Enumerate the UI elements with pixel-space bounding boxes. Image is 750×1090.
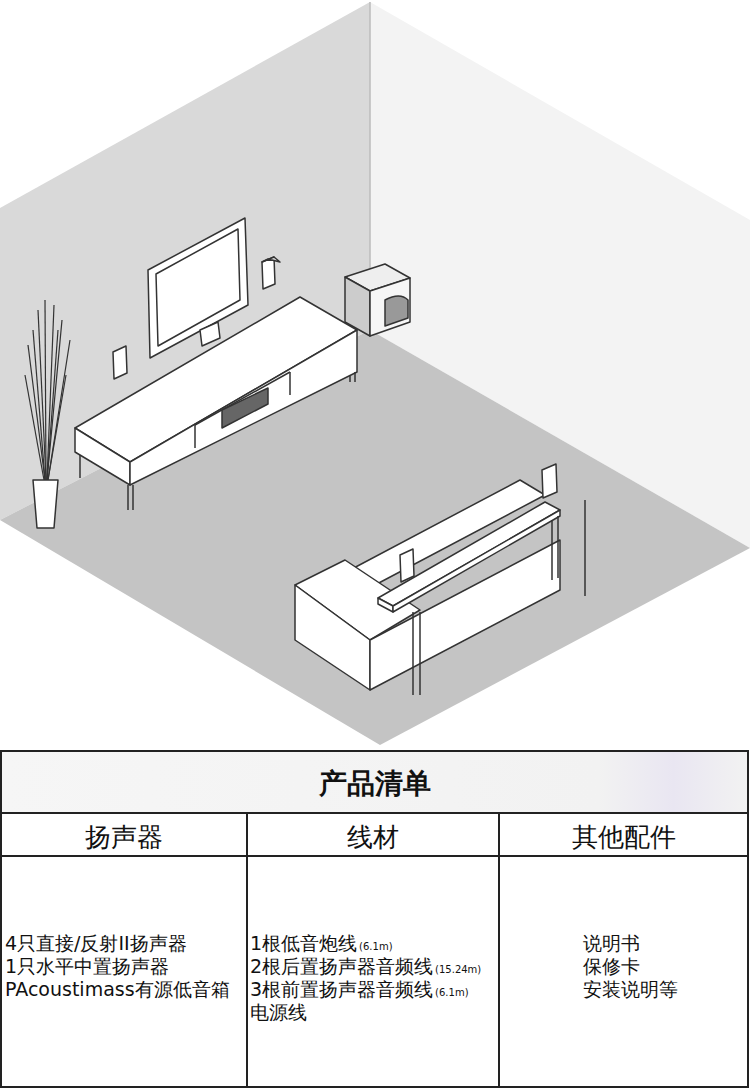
column-header: 线材 [247,820,499,855]
table-cell: PAcoustimass有源低音箱 [5,978,230,1001]
cable-length: (6.1m) [359,941,392,952]
cable-length: (15.24m) [435,964,481,975]
table-cell: 3根前置扬声器音频线 [250,978,433,1001]
table-cell: 安装说明等 [583,978,678,1001]
table-cell: 1根低音炮线 [250,932,357,955]
column-header: 扬声器 [0,820,247,855]
table-cell: 说明书 [583,932,640,955]
column-header: 其他配件 [499,820,749,855]
table-cell: 2根后置扬声器音频线 [250,955,433,978]
table-cell: 保修卡 [583,955,640,978]
table-cell: 4只直接/反射II扬声器 [5,932,187,955]
table-cell: 1只水平中置扬声器 [5,955,169,978]
cable-length: (6.1m) [435,987,468,998]
table-title: 产品清单 [0,765,750,803]
room-illustration [0,0,750,750]
product-table [0,750,750,1089]
table-cell: 电源线 [250,1001,307,1024]
